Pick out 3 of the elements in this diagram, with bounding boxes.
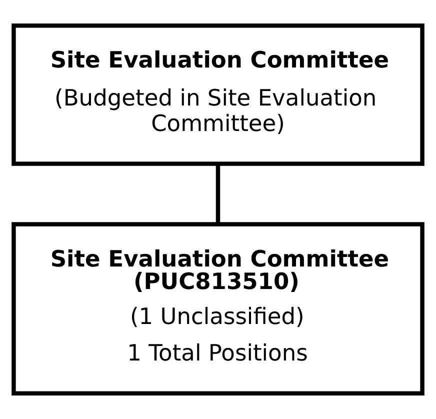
node-box: Site Evaluation Committee (Budgeted in Site Evaluation Committee) — [12, 24, 424, 166]
connector — [216, 164, 220, 224]
node-box: Site Evaluation Committee (PUC813510) (1 Unclassified) 1 Total Positions — [12, 222, 424, 396]
